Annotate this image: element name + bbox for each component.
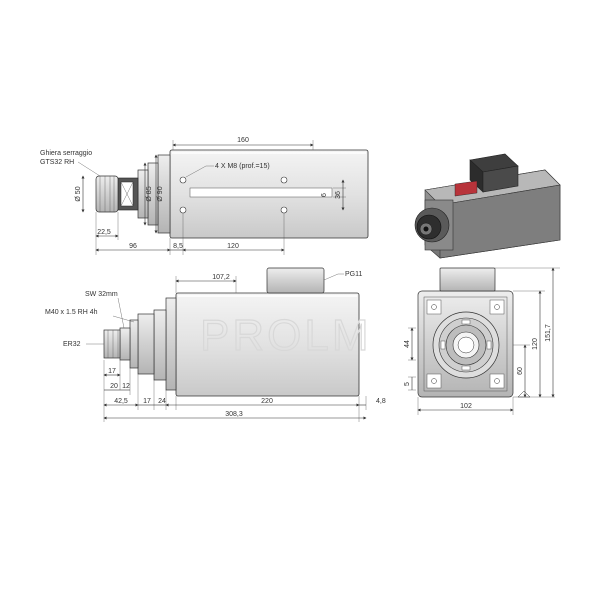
dim-24: 24 — [158, 398, 166, 405]
front-view: 44 5 60 120 151,7 102 — [404, 267, 560, 415]
dim-96: 96 — [129, 243, 137, 250]
dim-6: 6 — [321, 193, 328, 197]
dim-phi85: Ø 85 — [146, 186, 153, 201]
sw-label: SW 32mm — [85, 291, 118, 298]
dim-120-front: 120 — [532, 338, 539, 350]
dim-308-3: 308,3 — [225, 411, 243, 418]
dim-160: 160 — [237, 137, 249, 144]
thread-label: M40 x 1.5 RH 4h — [45, 309, 98, 316]
dim-102: 102 — [460, 403, 472, 410]
isometric-view — [414, 153, 561, 259]
dim-20: 20 — [110, 383, 118, 390]
dim-8-5: 8,5 — [173, 243, 183, 250]
er-label: ER32 — [63, 341, 81, 348]
dim-17a: 17 — [108, 368, 116, 375]
collet-label-line1: Ghiera serraggio — [40, 150, 92, 157]
dim-44: 44 — [404, 340, 411, 348]
dim-60: 60 — [517, 367, 524, 375]
collet-label-line2: GTS32 RH — [40, 159, 74, 166]
top-view: 160 4 X M8 (prof.=15) Ghiera serraggio G… — [40, 137, 369, 255]
pg-label: PG11 — [345, 271, 362, 278]
dim-5: 5 — [404, 382, 411, 386]
dim-4-8: 4,8 — [376, 398, 386, 405]
dim-151-7: 151,7 — [545, 324, 552, 342]
dim-107-2: 107,2 — [212, 274, 230, 281]
dim-120-top: 120 — [227, 243, 239, 250]
dim-phi90: Ø 90 — [157, 186, 164, 201]
dim-42-5: 42,5 — [114, 398, 128, 405]
dim-12: 12 — [122, 383, 130, 390]
dim-220: 220 — [261, 398, 273, 405]
dim-36: 36 — [335, 191, 342, 199]
holes-label: 4 X M8 (prof.=15) — [215, 163, 270, 170]
watermark: PROLM — [200, 311, 371, 360]
dim-22-5: 22,5 — [97, 229, 111, 236]
side-view: PROLM 107,2 PG11 SW 32mm M40 x 1.5 RH 4h… — [45, 267, 386, 422]
dim-phi50: Ø 50 — [75, 186, 82, 201]
dim-17b: 17 — [143, 398, 151, 405]
